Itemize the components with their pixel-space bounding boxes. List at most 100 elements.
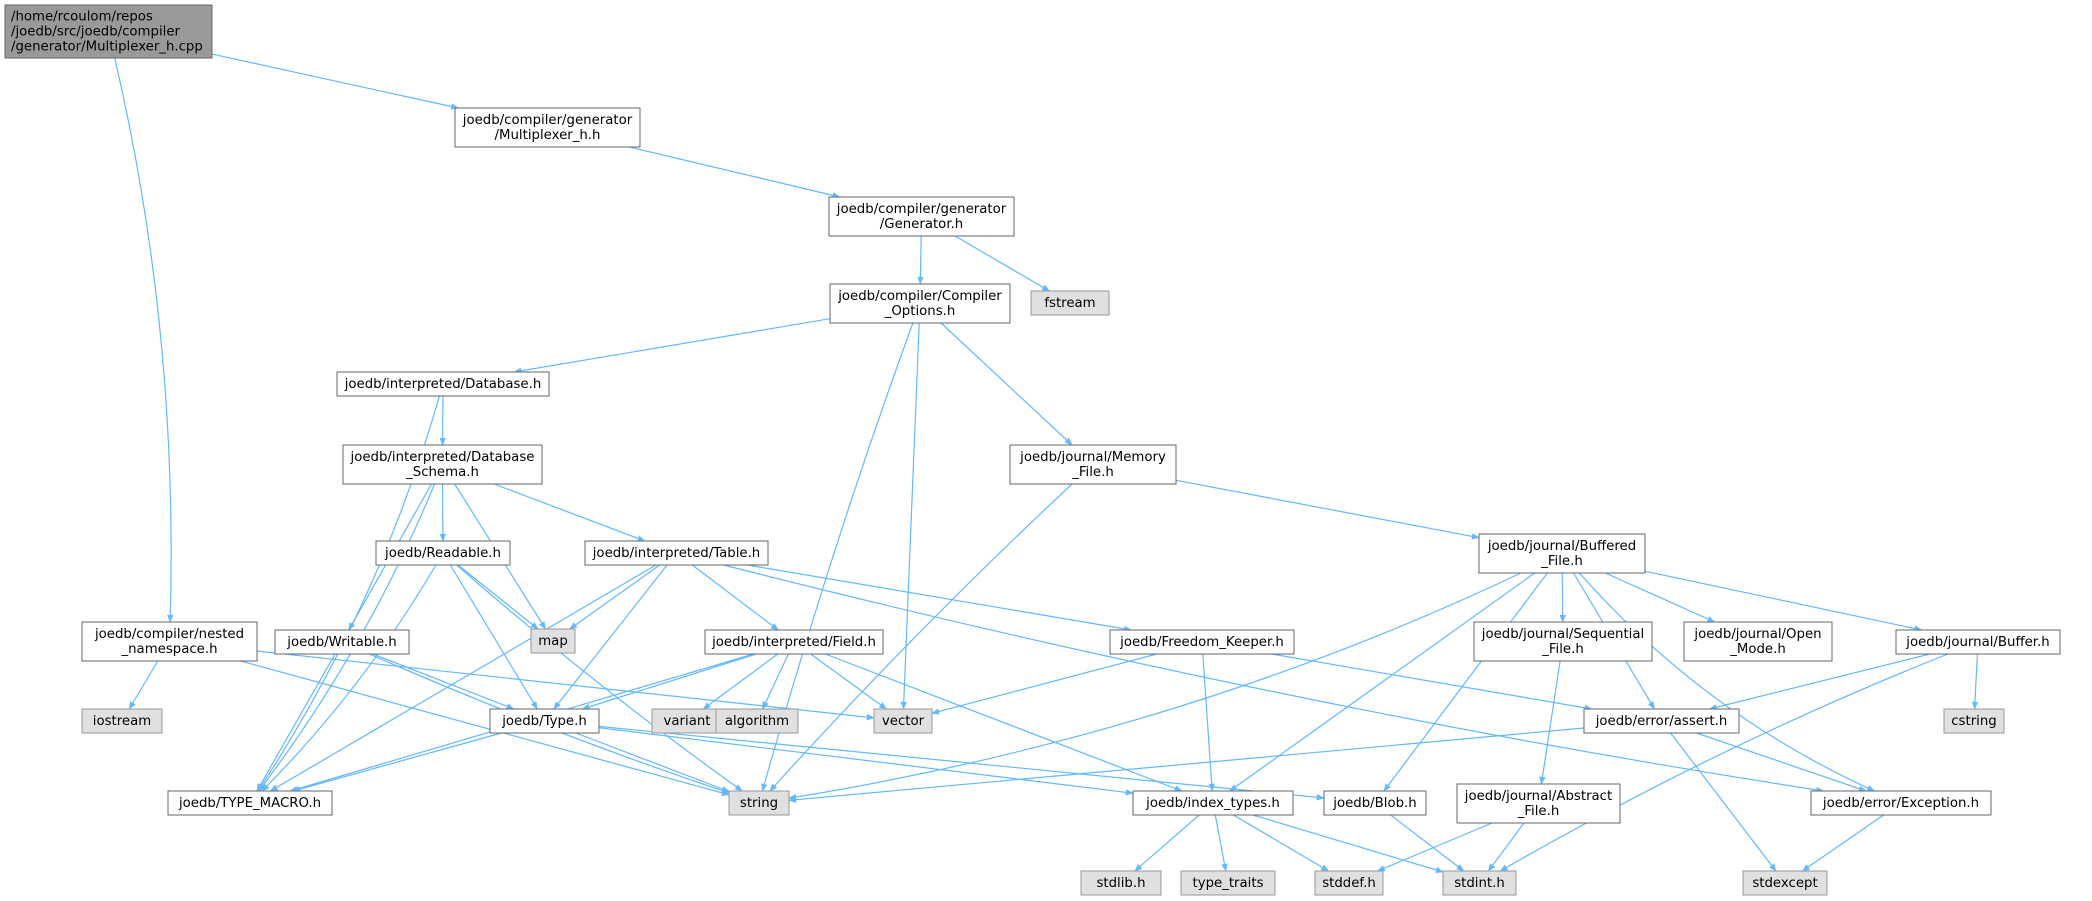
edge-interp_table-to-freedom_keeper	[747, 564, 1132, 632]
node-interp_field[interactable]: joedb/interpreted/Field.h	[704, 629, 884, 655]
node-label: joedb/Freedom_Keeper.h	[1119, 635, 1284, 650]
node-label: stddef.h	[1322, 876, 1376, 891]
node-compiler_options[interactable]: joedb/compiler/Compiler_Options.h	[829, 283, 1011, 324]
node-interp_table[interactable]: joedb/interpreted/Table.h	[584, 540, 769, 566]
node-type_macro[interactable]: joedb/TYPE_MACRO.h	[167, 790, 333, 816]
edge-buffered_file-to-open_mode	[1605, 572, 1716, 623]
node-type_h[interactable]: joedb/Type.h	[489, 708, 600, 734]
node-string: string	[728, 790, 790, 816]
node-database_schema[interactable]: joedb/interpreted/Database_Schema.h	[342, 444, 543, 485]
node-label: _File.h	[1517, 804, 1560, 819]
node-label: joedb/interpreted/Database.h	[344, 377, 542, 392]
node-box	[1583, 708, 1740, 734]
node-stdexcept: stdexcept	[1742, 870, 1828, 896]
node-box	[728, 790, 790, 816]
edge-buffered_file-to-blob_h	[1383, 572, 1548, 792]
node-label: vector	[882, 714, 925, 729]
node-blob_h[interactable]: joedb/Blob.h	[1323, 790, 1427, 816]
node-generator_h[interactable]: joedb/compiler/generator/Generator.h	[828, 196, 1015, 237]
node-exception_h[interactable]: joedb/error/Exception.h	[1810, 790, 1992, 816]
node-label: fstream	[1044, 296, 1095, 311]
node-vector: vector	[873, 708, 933, 734]
node-label: _Options.h	[884, 304, 956, 319]
node-label: stdexcept	[1752, 876, 1817, 891]
edge-nested_namespace-to-vector	[256, 650, 875, 721]
node-abstract_file[interactable]: joedb/journal/Abstract_File.h	[1456, 783, 1621, 824]
node-box	[342, 444, 543, 485]
edge-memory_file-to-buffered_file	[1175, 479, 1480, 540]
node-label: iostream	[93, 714, 151, 729]
edge-type_h-to-index_types	[598, 727, 1134, 796]
node-box	[1080, 870, 1162, 896]
node-freedom_keeper[interactable]: joedb/Freedom_Keeper.h	[1109, 629, 1295, 655]
node-box	[1180, 870, 1276, 896]
node-buffered_file[interactable]: joedb/journal/Buffered_File.h	[1478, 533, 1646, 574]
node-box	[81, 708, 163, 734]
node-fstream: fstream	[1030, 290, 1110, 316]
node-interp_database[interactable]: joedb/interpreted/Database.h	[336, 371, 550, 397]
node-box	[829, 283, 1011, 324]
edge-compiler_options-to-interp_database	[513, 318, 831, 374]
edge-interp_field-to-type_h	[581, 653, 757, 710]
edge-root-to-nested_namespace	[114, 57, 174, 623]
edge-nested_namespace-to-iostream	[128, 660, 159, 710]
node-buffer_h[interactable]: joedb/journal/Buffer.h	[1895, 629, 2061, 655]
node-label: joedb/interpreted/Table.h	[592, 546, 761, 561]
node-root[interactable]: /home/rcoulom/repos/joedb/src/joedb/comp…	[4, 4, 213, 59]
node-label: map	[538, 634, 568, 649]
edge-readable-to-map	[457, 564, 539, 630]
node-open_mode[interactable]: joedb/journal/Open_Mode.h	[1683, 621, 1833, 662]
edge-generator_h-to-fstream	[954, 235, 1051, 292]
node-nested_namespace[interactable]: joedb/compiler/nested_namespace.h	[81, 621, 258, 662]
node-mux_h[interactable]: joedb/compiler/generator/Multiplexer_h.h	[454, 107, 641, 148]
edge-interp_table-to-exception_h	[723, 564, 1825, 794]
edge-generator_h-to-compiler_options	[917, 235, 924, 285]
node-readable[interactable]: joedb/Readable.h	[375, 540, 511, 566]
node-box	[489, 708, 600, 734]
node-label: _namespace.h	[120, 642, 217, 657]
node-box	[1943, 708, 2005, 734]
node-label: _Mode.h	[1729, 642, 1786, 657]
node-memory_file[interactable]: joedb/journal/Memory_File.h	[1009, 444, 1177, 485]
node-sequential_file[interactable]: joedb/journal/Sequential_File.h	[1473, 621, 1653, 662]
node-label: _File.h	[1540, 554, 1583, 569]
edge-type_h-to-blob_h	[598, 725, 1325, 801]
edge-sequential_file-to-abstract_file	[1539, 660, 1561, 785]
node-box	[1478, 533, 1646, 574]
edge-buffer_h-to-cstring	[1971, 653, 1979, 710]
node-type_traits: type_traits	[1180, 870, 1276, 896]
node-writable[interactable]: joedb/Writable.h	[274, 629, 410, 655]
node-label: joedb/index_types.h	[1145, 796, 1280, 811]
node-label: joedb/Type.h	[501, 714, 587, 729]
edge-writable-to-type_h	[372, 653, 515, 710]
node-algorithm: algorithm	[715, 708, 799, 734]
edge-freedom_keeper-to-vector	[931, 653, 1157, 715]
node-label: joedb/journal/Buffered	[1487, 539, 1636, 554]
node-stdint: stdint.h	[1442, 870, 1517, 896]
node-label: algorithm	[725, 714, 789, 729]
node-label: /home/rcoulom/repos	[11, 10, 153, 25]
node-box	[530, 628, 576, 654]
node-box	[1895, 629, 2061, 655]
node-index_types[interactable]: joedb/index_types.h	[1132, 790, 1294, 816]
node-box	[715, 708, 799, 734]
node-label: joedb/error/assert.h	[1595, 714, 1728, 729]
node-label: stdint.h	[1454, 876, 1505, 891]
node-label: joedb/interpreted/Database	[350, 450, 535, 465]
node-iostream: iostream	[81, 708, 163, 734]
node-box	[1473, 621, 1653, 662]
edge-interp_field-to-variant	[702, 653, 779, 710]
edge-buffer_h-to-assert_h	[1708, 653, 1931, 711]
edge-compiler_options-to-vector	[900, 322, 920, 710]
node-box	[1683, 621, 1833, 662]
node-box	[1323, 790, 1427, 816]
edge-interp_table-to-interp_field	[691, 564, 779, 631]
edge-buffered_file-to-string	[788, 572, 1522, 801]
node-assert_h[interactable]: joedb/error/assert.h	[1583, 708, 1740, 734]
node-label: joedb/journal/Buffer.h	[1905, 635, 2049, 650]
edge-interp_field-to-vector	[810, 653, 888, 710]
edge-assert_h-to-exception_h	[1696, 732, 1867, 792]
node-box	[1810, 790, 1992, 816]
node-label: /joedb/src/joedb/compiler	[11, 25, 181, 40]
